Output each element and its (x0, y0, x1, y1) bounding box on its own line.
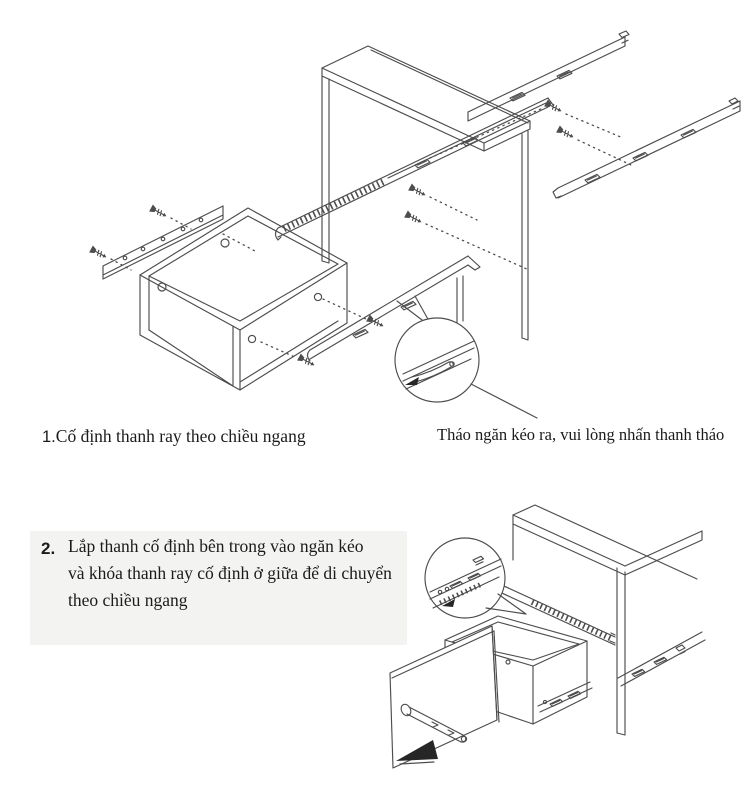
screws-and-guides (88, 98, 632, 370)
screw-icon (555, 124, 576, 142)
step2-line-3: theo chiều ngang (68, 590, 188, 610)
figure-step2-drawer-insertion-diagram (389, 504, 706, 769)
callout-pointer (485, 593, 527, 615)
inner-telescopic-rail (274, 97, 554, 241)
screw-icon (403, 209, 424, 227)
rail-lock-callout (424, 537, 527, 619)
cabinet-rail-right-panel (617, 631, 706, 687)
drawer-box (139, 207, 348, 391)
screw-icon (365, 313, 386, 331)
step1-number: 1. (42, 428, 56, 446)
step2-line-1: Lắp thanh cố định bên trong vào ngăn kéo (68, 536, 364, 556)
lock-arrow-icon (442, 599, 455, 607)
figure-step1-rail-mounting-diagram (88, 30, 741, 419)
release-note-text: Tháo ngăn kéo ra, vui lòng nhấn thanh th… (437, 425, 725, 444)
pull-direction-arrow-icon (396, 740, 438, 765)
detached-fixed-rail-right (552, 97, 741, 199)
screw-icon (88, 244, 109, 262)
screw-icon (148, 203, 169, 221)
step2-line-2: và khóa thanh ray cố định ở giữa để di c… (68, 563, 392, 583)
step2-caption: Lắp thanh cố định bên trong vào ngăn kéo… (68, 533, 392, 614)
cabinet-frame (321, 45, 531, 341)
detached-drawer-rail-left (102, 205, 224, 280)
cabinet-side-rail-upper (467, 30, 630, 122)
step2-note-background (30, 531, 407, 645)
callout-leader-line (470, 383, 538, 419)
drawer-front-panel (389, 625, 500, 769)
step2-number: 2. (41, 539, 56, 558)
screw-icon (296, 352, 317, 370)
release-arrow-icon (405, 377, 419, 385)
step1-text: Cố định thanh ray theo chiều ngang (55, 426, 306, 446)
release-lever-callout (394, 295, 538, 419)
drawer-handle (400, 703, 468, 743)
cabinet-frame-2 (512, 504, 703, 736)
step1-caption: 1.Cố định thanh ray theo chiều ngang (42, 426, 306, 447)
rail-lock-detail (429, 555, 502, 609)
screw-icon (407, 182, 428, 200)
release-lever-detail (402, 340, 475, 390)
